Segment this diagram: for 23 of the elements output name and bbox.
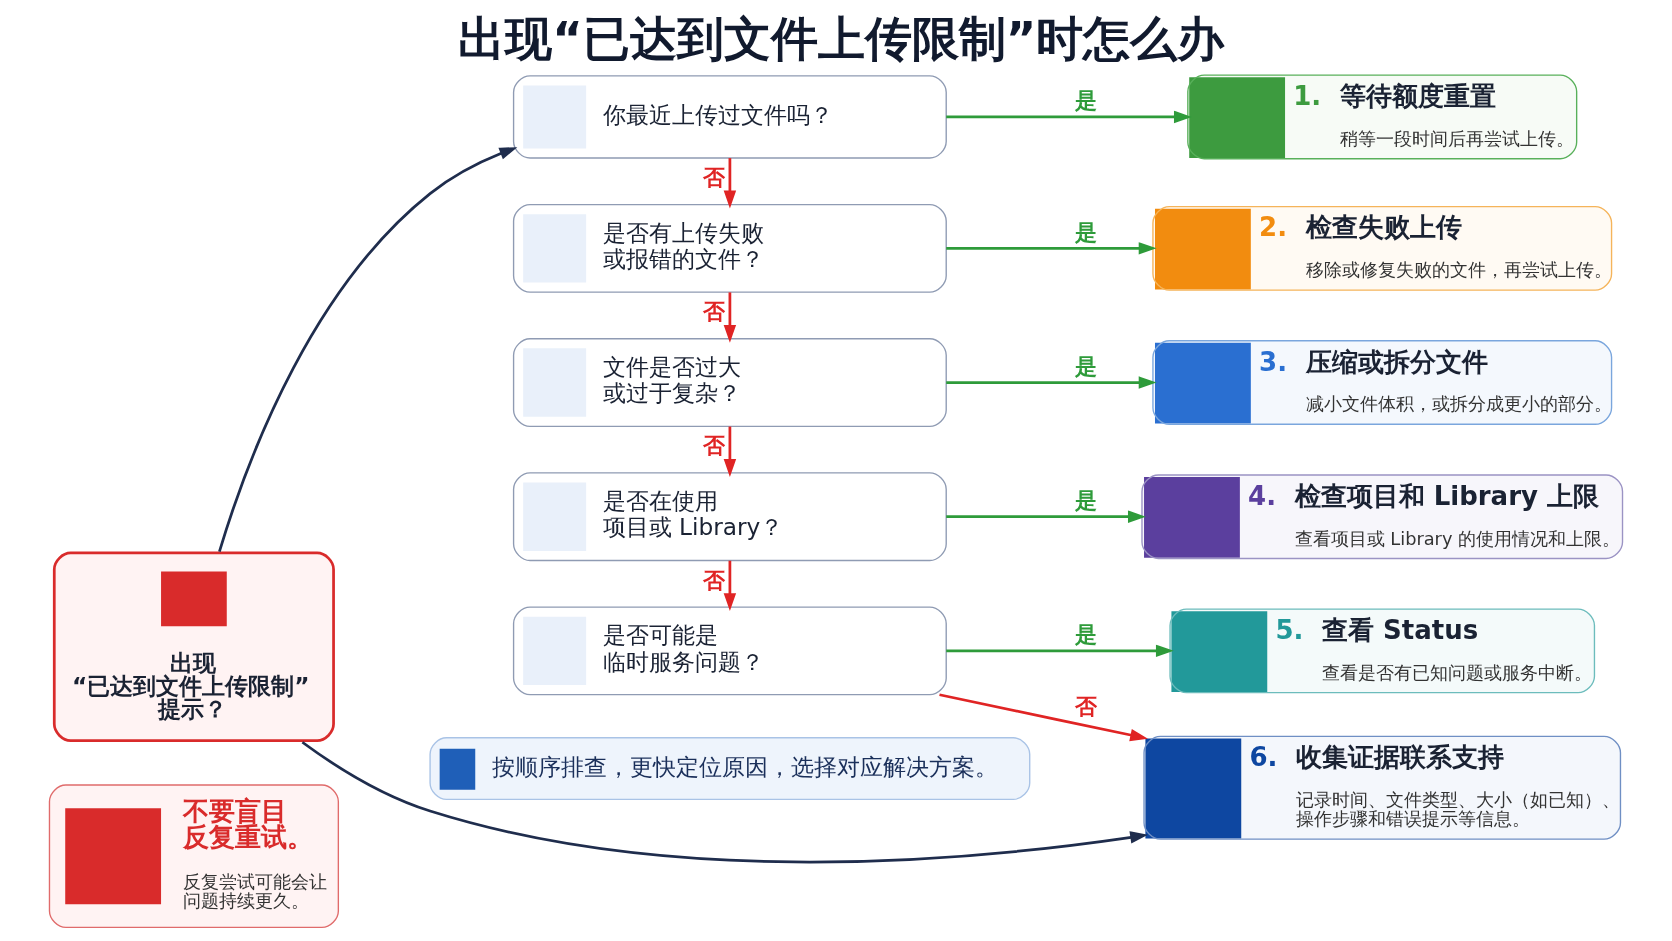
edge-label: 否 (1074, 693, 1097, 719)
arrow (939, 693, 1148, 742)
arrow (723, 426, 737, 477)
arrow (218, 147, 518, 553)
arrow (301, 741, 1148, 864)
edge-label: 是 (1074, 488, 1097, 514)
edge-label: 否 (702, 299, 725, 325)
diagram-title: 出现“已达到文件上传限制”时怎么办 (458, 11, 1225, 66)
arrow (723, 292, 737, 343)
arrow (723, 560, 737, 612)
edge-label: 是 (1074, 622, 1097, 648)
edge-label: 是 (1074, 219, 1097, 245)
arrow (946, 110, 1192, 124)
arrow (946, 644, 1174, 658)
edge-label: 否 (702, 165, 725, 191)
edge-label: 是 (1074, 354, 1097, 380)
arrow (723, 158, 737, 209)
edge-label: 否 (702, 433, 725, 459)
arrow (946, 510, 1146, 523)
edge-label: 是 (1074, 88, 1097, 114)
arrow (946, 242, 1157, 255)
arrow (946, 376, 1157, 389)
edge-label: 否 (702, 567, 725, 593)
